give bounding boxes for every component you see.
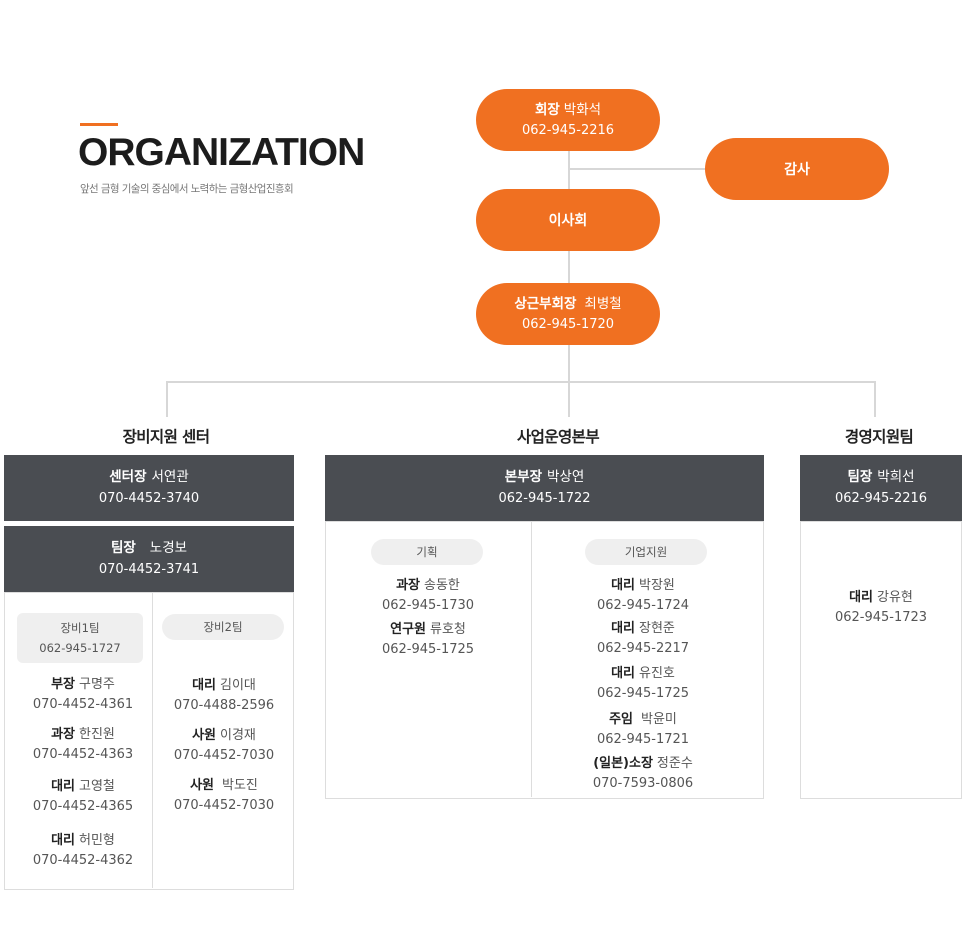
auditor-node: 감사: [705, 138, 889, 200]
board-node: 이사회: [476, 189, 660, 251]
connector-center-drop: [568, 381, 570, 417]
management-head-phone: 062-945-2216: [834, 491, 928, 506]
connector-main-vertical: [568, 150, 570, 382]
management-head-name: 박희선: [877, 469, 915, 485]
connector-horizontal: [166, 381, 876, 383]
vice-chairman-phone: 062-945-1720: [521, 316, 615, 332]
business-head-phone: 062-945-1722: [498, 491, 591, 506]
equipment-head-role: 센터장: [109, 469, 147, 485]
board-label: 이사회: [548, 213, 588, 229]
equipment-head-phone: 070-4452-3740: [98, 491, 200, 506]
support-badge: 기업지원: [585, 539, 707, 565]
business-head-role: 본부장: [504, 469, 542, 485]
planning-label: 기획: [416, 545, 438, 559]
management-box: [800, 521, 962, 799]
chairman-phone: 062-945-2216: [521, 122, 615, 138]
equipment-head-name: 서연관: [151, 469, 189, 485]
connector-left-drop: [166, 381, 168, 417]
business-teams-divider: [531, 522, 532, 797]
dept-title-business: 사업운영본부: [517, 428, 600, 446]
team2-badge: 장비2팀: [162, 614, 284, 640]
team1-phone: 062-945-1727: [39, 641, 121, 655]
business-head-name: 박상연: [547, 469, 585, 485]
management-head-role: 팀장: [847, 469, 873, 485]
connector-right-drop: [874, 381, 876, 417]
dept-title-equipment: 장비지원 센터: [122, 428, 210, 446]
page-subtitle: 앞선 금형 기술의 중심에서 노력하는 금형산업진흥회: [80, 183, 294, 195]
business-teams-box: [325, 521, 764, 799]
equipment-lead-phone: 070-4452-3741: [98, 562, 200, 577]
support-label: 기업지원: [624, 545, 668, 559]
equipment-lead-name: 노경보: [149, 540, 188, 556]
dept-title-management: 경영지원팀: [844, 428, 914, 446]
business-head-box: 본부장 박상연 062-945-1722: [325, 455, 764, 521]
team1-label: 장비1팀: [60, 621, 100, 635]
team1-badge: 장비1팀 062-945-1727: [17, 613, 143, 663]
planning-badge: 기획: [371, 539, 483, 565]
connector-auditor: [568, 168, 708, 170]
equipment-teams-divider: [152, 593, 153, 888]
page-title: ORGANIZATION: [78, 131, 365, 174]
team2-label: 장비2팀: [203, 620, 243, 634]
title-accent-bar: [80, 123, 118, 126]
auditor-label: 감사: [784, 162, 810, 178]
equipment-lead-role: 팀장: [110, 540, 136, 556]
equipment-lead-box: 팀장 노경보 070-4452-3741: [4, 526, 294, 592]
